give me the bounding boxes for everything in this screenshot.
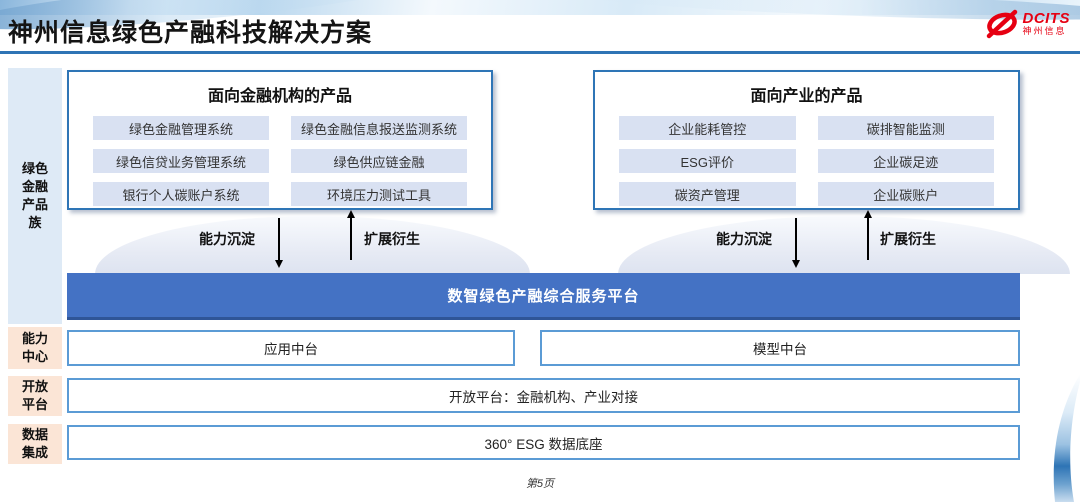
capability-box-model: 模型中台 bbox=[540, 330, 1020, 366]
product-group-industry-title: 面向产业的产品 bbox=[750, 88, 863, 105]
corner-swoosh-decoration bbox=[1053, 374, 1080, 502]
product-pill: 环境压力测试工具 bbox=[291, 182, 467, 206]
rail-label-open-platform: 开放平台 bbox=[8, 376, 62, 416]
product-pill: 碳资产管理 bbox=[619, 182, 796, 206]
dcits-logo: DCITS 神州信息 bbox=[984, 9, 1071, 39]
arrow-down-icon bbox=[274, 218, 283, 268]
dome-left bbox=[95, 216, 530, 274]
product-pill: 碳排智能监测 bbox=[817, 116, 994, 140]
arrow-up-icon bbox=[346, 210, 355, 260]
flow-label-derive-right: 扩展衍生 bbox=[880, 231, 936, 247]
product-group-financial-grid: 绿色金融管理系统 绿色金融信息报送监测系统 绿色信贷业务管理系统 绿色供应链金融… bbox=[93, 116, 467, 206]
dome-right bbox=[618, 216, 1070, 274]
rail-label-data-integration: 数据集成 bbox=[8, 424, 62, 464]
product-pill: 绿色信贷业务管理系统 bbox=[93, 149, 269, 173]
product-group-financial-title: 面向金融机构的产品 bbox=[207, 88, 352, 105]
arrow-down-icon bbox=[791, 218, 800, 268]
product-group-industry-grid: 企业能耗管控 碳排智能监测 ESG评价 企业碳足迹 碳资产管理 企业碳账户 bbox=[619, 116, 994, 206]
capability-box-app: 应用中台 bbox=[67, 330, 515, 366]
dcits-swirl-icon bbox=[986, 9, 1017, 39]
rail-label-capability-center: 能力中心 bbox=[8, 327, 62, 369]
open-platform-box: 开放平台：金融机构、产业对接 bbox=[67, 378, 1020, 413]
product-pill: 企业碳账户 bbox=[817, 182, 994, 206]
product-pill: 绿色金融管理系统 bbox=[93, 116, 269, 140]
logo-brand: DCITS bbox=[1022, 9, 1070, 27]
product-pill: ESG评价 bbox=[619, 149, 796, 173]
product-pill: 绿色金融信息报送监测系统 bbox=[291, 116, 467, 140]
page-number: 第5页 bbox=[525, 478, 555, 490]
flow-label-deposit-right: 能力沉淀 bbox=[716, 231, 772, 247]
product-group-financial: 面向金融机构的产品 绿色金融管理系统 绿色金融信息报送监测系统 绿色信贷业务管理… bbox=[67, 70, 493, 210]
data-integration-box: 360° ESG 数据底座 bbox=[67, 425, 1020, 460]
product-group-industry: 面向产业的产品 企业能耗管控 碳排智能监测 ESG评价 企业碳足迹 碳资产管理 … bbox=[593, 70, 1020, 210]
rail-label-capability-center-text: 能力中心 bbox=[21, 330, 48, 364]
logo-text: DCITS 神州信息 bbox=[1022, 9, 1071, 37]
page-title: 神州信息绿色产融科技解决方案 bbox=[8, 19, 373, 47]
platform-bar: 数智绿色产融综合服务平台 bbox=[67, 273, 1020, 320]
arrow-up-icon bbox=[863, 210, 872, 260]
flow-label-derive-left: 扩展衍生 bbox=[364, 231, 420, 247]
product-pill: 银行个人碳账户系统 bbox=[93, 182, 269, 206]
logo-brand-cn: 神州信息 bbox=[1022, 26, 1067, 37]
rail-label-product-family-text: 绿色金融产品族 bbox=[21, 160, 48, 231]
rail-label-open-platform-text: 开放平台 bbox=[21, 378, 48, 412]
flow-label-deposit-left: 能力沉淀 bbox=[199, 231, 255, 247]
product-pill: 绿色供应链金融 bbox=[291, 149, 467, 173]
rail-label-data-integration-text: 数据集成 bbox=[21, 426, 48, 460]
rail-label-product-family: 绿色金融产品族 bbox=[8, 68, 62, 324]
header-divider bbox=[0, 51, 1080, 54]
product-pill: 企业碳足迹 bbox=[817, 149, 994, 173]
product-pill: 企业能耗管控 bbox=[619, 116, 796, 140]
